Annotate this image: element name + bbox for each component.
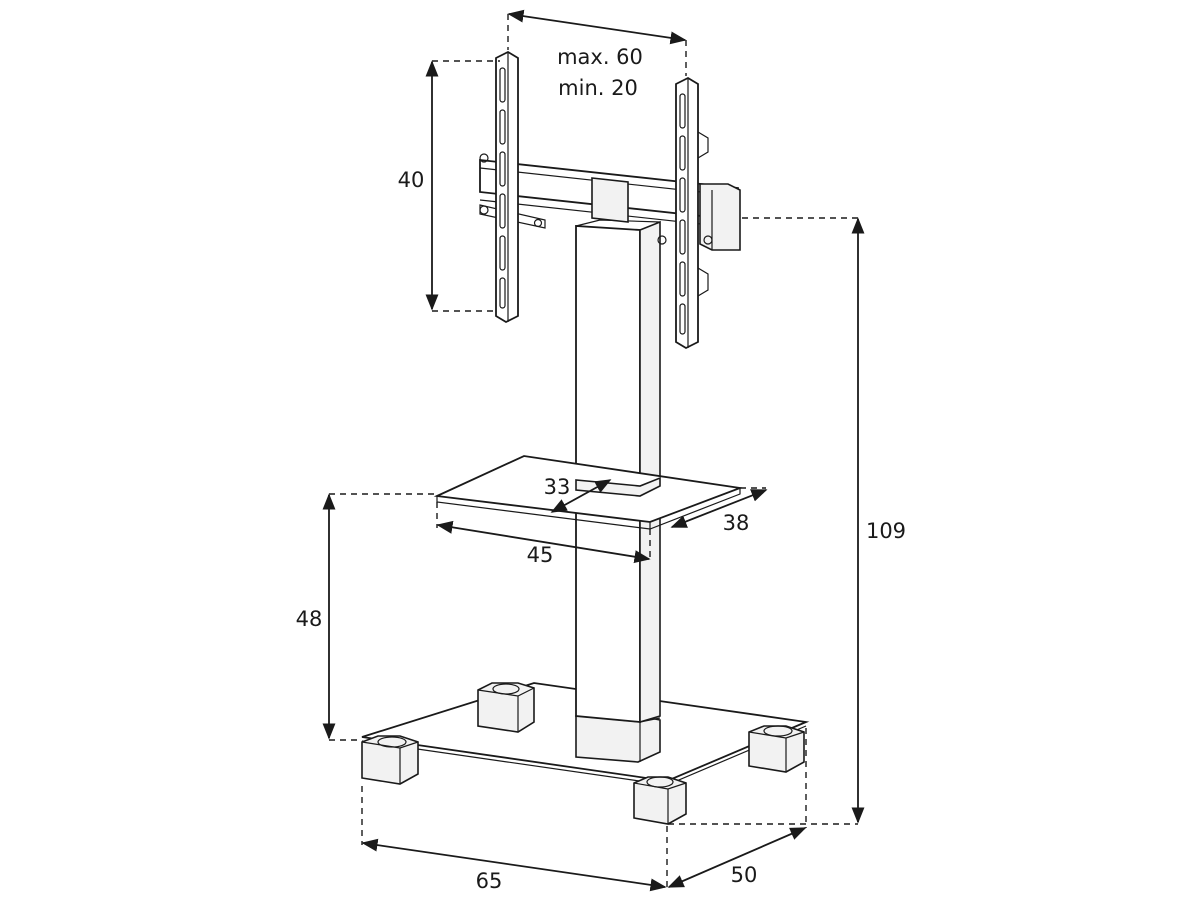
- dimension-mount-width: max. 60 min. 20: [507, 9, 687, 100]
- label-mount-width-max: max. 60: [557, 45, 643, 69]
- dimension-shelf-width: 45: [436, 502, 651, 567]
- label-shelf-depth-small: 33: [544, 475, 571, 499]
- label-mount-width-min: min. 20: [558, 76, 638, 100]
- foot-back-left: [477, 682, 535, 733]
- dimension-base-depth: 50: [667, 728, 807, 888]
- dimension-shelf-height: 48: [296, 493, 437, 741]
- tv-mount-bracket: [479, 50, 741, 350]
- label-total-height: 109: [866, 519, 906, 543]
- foot-back-right: [748, 725, 805, 773]
- dimension-shelf-depth-small: 33: [544, 475, 612, 513]
- label-shelf-height: 48: [296, 607, 323, 631]
- right-vesa-rail: [675, 76, 709, 350]
- label-base-depth: 50: [731, 863, 758, 887]
- dimension-shelf-depth: 38: [670, 487, 768, 535]
- dimension-mount-height: 40: [398, 60, 500, 312]
- label-mount-height: 40: [398, 168, 425, 192]
- left-vesa-rail: [495, 50, 519, 324]
- dimension-base-width: 65: [361, 786, 668, 893]
- foot-front-left: [361, 735, 419, 785]
- foot-front-right: [633, 776, 687, 825]
- label-shelf-width: 45: [527, 543, 554, 567]
- label-shelf-depth: 38: [723, 511, 750, 535]
- label-base-width: 65: [476, 869, 503, 893]
- dimension-total-height: 109: [668, 217, 906, 825]
